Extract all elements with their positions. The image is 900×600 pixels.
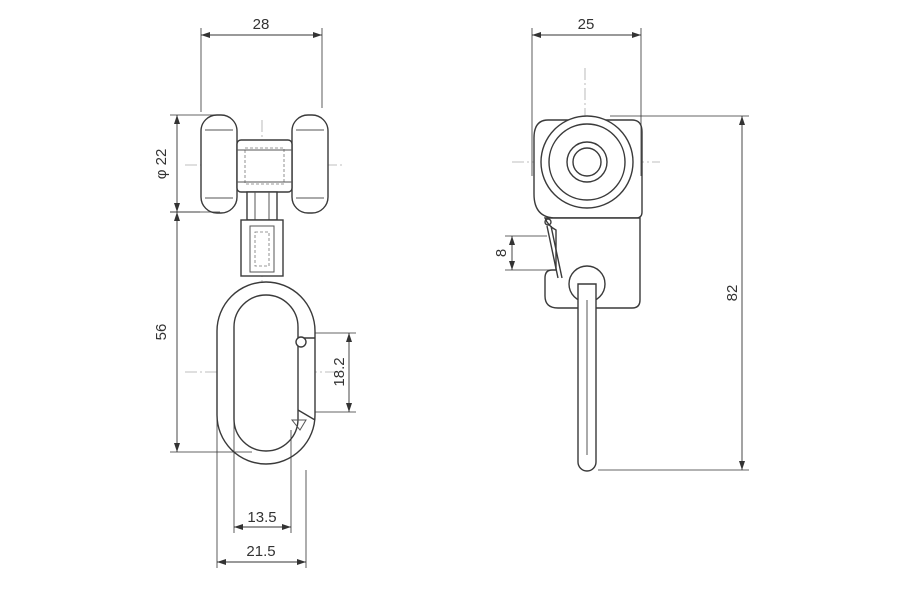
dim-82-arrow-bottom bbox=[739, 461, 745, 470]
dim-21-arrow-left bbox=[217, 559, 226, 565]
dim-25-arrow-right bbox=[632, 32, 641, 38]
dim-18-arrow-bottom bbox=[346, 403, 352, 412]
side-view bbox=[512, 68, 660, 472]
dim-28-arrow-left bbox=[201, 32, 210, 38]
dim-8-arrow-top bbox=[509, 236, 515, 245]
dim-13-arrow-right bbox=[282, 524, 291, 530]
clip-window bbox=[249, 225, 275, 273]
latch-spring-b bbox=[550, 225, 563, 279]
gate-bottom-cut bbox=[297, 409, 316, 421]
dim-21-label: 21.5 bbox=[246, 543, 275, 560]
dim-56-label: 56 bbox=[153, 324, 170, 341]
dim-8-arrow-bottom bbox=[509, 261, 515, 270]
gate-latch-tab bbox=[290, 419, 307, 431]
dim-13-label: 13.5 bbox=[247, 509, 276, 526]
dim-21-arrow-right bbox=[297, 559, 306, 565]
wheel-rim bbox=[548, 123, 626, 201]
dim-28-label: 28 bbox=[253, 16, 270, 33]
axle-bore bbox=[572, 147, 602, 177]
swivel-stem bbox=[246, 191, 278, 221]
dim-25-arrow-left bbox=[532, 32, 541, 38]
front-view bbox=[185, 114, 345, 465]
dim-28-arrow-right bbox=[313, 32, 322, 38]
gate-rivet bbox=[295, 336, 307, 348]
latch-spring-a bbox=[546, 225, 559, 279]
ring-inner bbox=[233, 294, 299, 452]
ring-outer bbox=[216, 281, 316, 465]
dim-18-label: 18.2 bbox=[331, 357, 348, 386]
dim-22-label: φ 22 bbox=[153, 149, 170, 180]
dim-8-label: 8 bbox=[493, 249, 510, 257]
latch-pivot bbox=[544, 218, 552, 226]
dim-25-label: 25 bbox=[578, 16, 595, 33]
side-dimensions: 25 8 82 bbox=[493, 16, 749, 471]
dim-56-arrow-bottom bbox=[174, 443, 180, 452]
dim-18-arrow-top bbox=[346, 333, 352, 342]
hub-hidden-bore bbox=[244, 147, 285, 185]
clip-hidden-pin bbox=[254, 231, 270, 267]
dim-82-label: 82 bbox=[724, 285, 741, 302]
dim-13-arrow-left bbox=[234, 524, 243, 530]
dim-22-arrow-bottom bbox=[174, 203, 180, 212]
dim-82-arrow-top bbox=[739, 116, 745, 125]
front-dimensions: 28 φ 22 56 18.2 13.5 21.5 bbox=[153, 16, 356, 568]
dim-22-arrow-top bbox=[174, 115, 180, 124]
dim-56-arrow-top bbox=[174, 212, 180, 221]
clip-block bbox=[240, 219, 284, 277]
